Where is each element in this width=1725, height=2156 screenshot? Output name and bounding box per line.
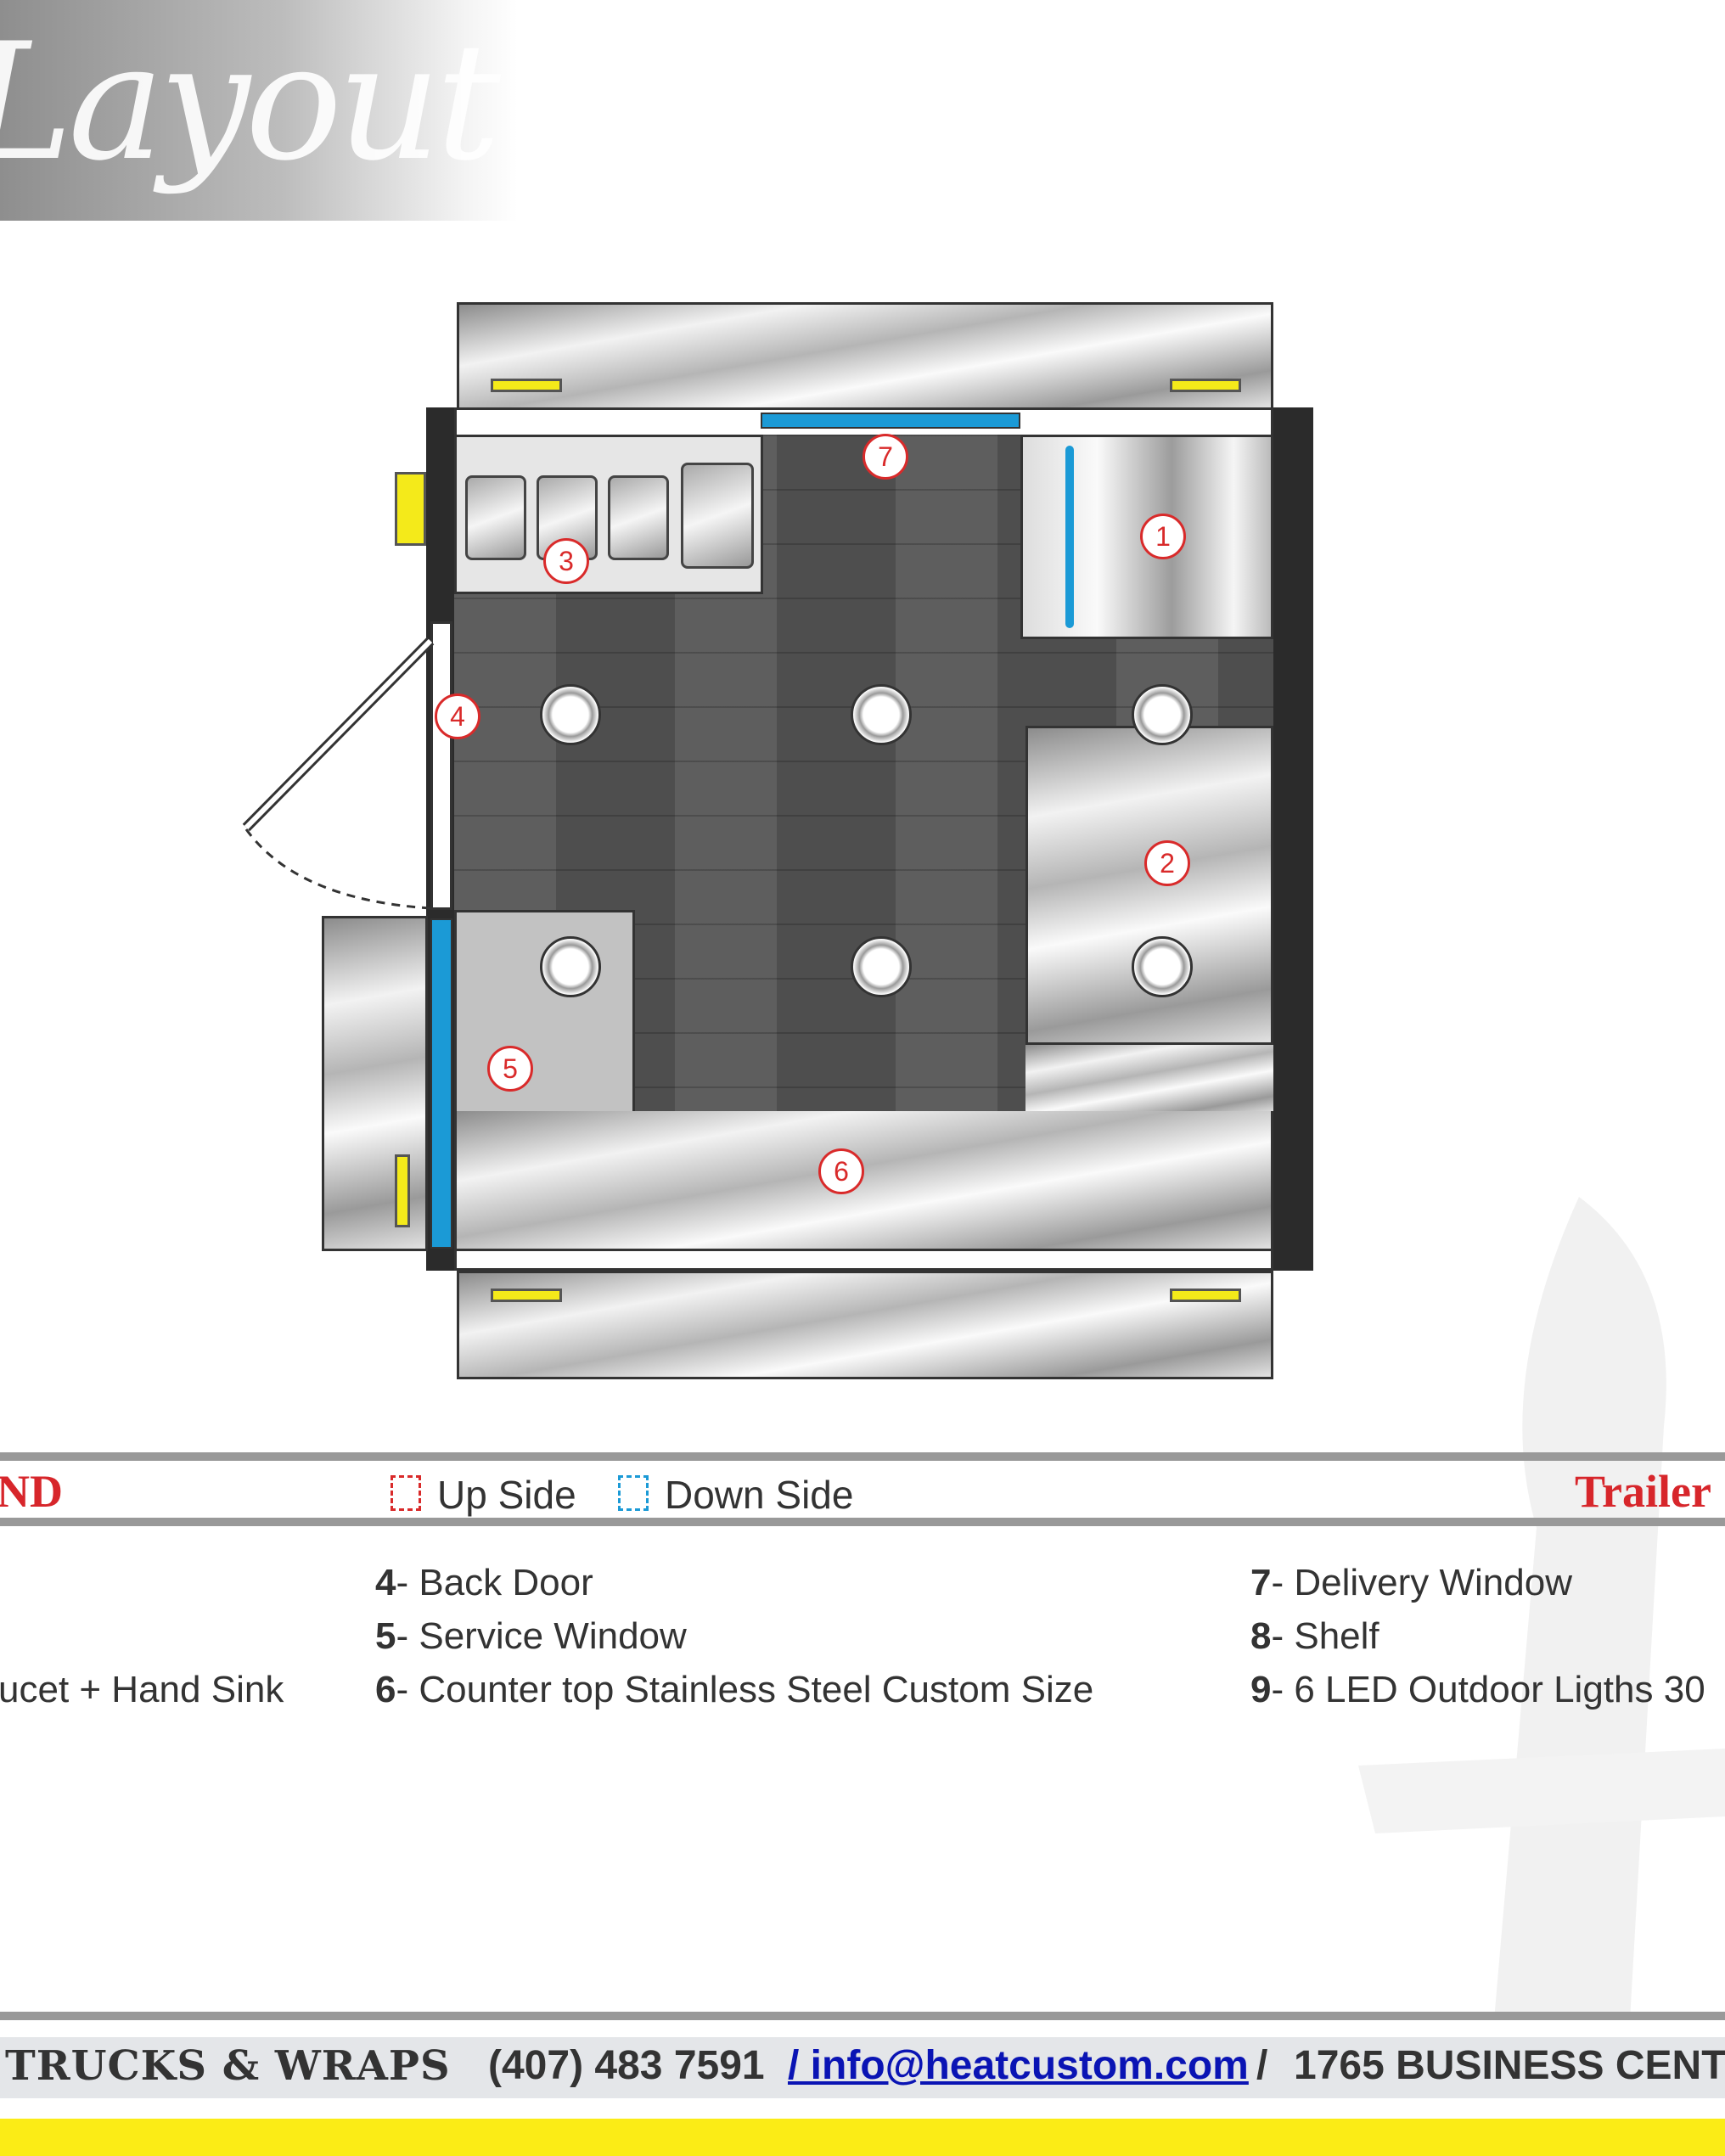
item-number: 7	[1250, 1562, 1272, 1603]
light-bar	[491, 379, 562, 392]
footer-phone[interactable]: (407) 483 7591	[488, 2043, 765, 2088]
marker-3: 3	[543, 538, 589, 584]
hand-sink	[681, 463, 754, 569]
light-bar	[395, 1154, 410, 1227]
sink-unit	[454, 435, 763, 594]
sink-bowl	[465, 475, 526, 560]
service-window	[430, 918, 452, 1249]
fridge-door-seal	[1065, 446, 1074, 628]
prep-table	[1025, 726, 1273, 1045]
footer-yellow-stripe	[0, 2119, 1725, 2156]
up-side-swatch	[391, 1475, 421, 1511]
marker-5: 5	[487, 1046, 533, 1092]
item-number: 8	[1250, 1615, 1272, 1657]
legend-title: ND	[0, 1466, 63, 1517]
marker-7: 7	[862, 434, 908, 480]
bottom-awning	[457, 1271, 1273, 1379]
legend-item: ucet + Hand Sink	[0, 1669, 284, 1711]
light-bar	[491, 1289, 562, 1302]
legend-item: 4- Back Door	[375, 1562, 593, 1604]
light-bar	[1170, 1289, 1241, 1302]
ceiling-light	[540, 936, 601, 997]
ceiling-light	[851, 936, 912, 997]
item-text: ucet + Hand Sink	[0, 1669, 284, 1710]
down-side-label: Down Side	[665, 1473, 854, 1517]
marker-6: 6	[818, 1148, 864, 1194]
footer-contact-bar: TRUCKS & WRAPS (407) 483 7591 / info@hea…	[0, 2037, 1725, 2098]
item-number: 4	[375, 1562, 396, 1603]
legend-item: 6- Counter top Stainless Steel Custom Si…	[375, 1669, 1093, 1711]
top-awning	[457, 302, 1273, 410]
item-text: - Back Door	[396, 1562, 593, 1603]
item-number: 9	[1250, 1669, 1272, 1710]
legend-item: 8- Shelf	[1250, 1615, 1379, 1658]
legend-item: 7- Delivery Window	[1250, 1562, 1572, 1604]
header-banner	[0, 0, 518, 221]
item-text: - Counter top Stainless Steel Custom Siz…	[396, 1669, 1094, 1710]
legend-item: 5- Service Window	[375, 1615, 687, 1658]
marker-2: 2	[1144, 840, 1190, 886]
footer-address: 1765 BUSINESS CENTER	[1294, 2043, 1725, 2088]
ceiling-light	[851, 684, 912, 745]
up-side-label: Up Side	[437, 1473, 576, 1517]
footer-email-link[interactable]: / info@heatcustom.com	[788, 2043, 1249, 2088]
legend-item: 9- 6 LED Outdoor Ligths 30	[1250, 1669, 1705, 1711]
item-text: - Delivery Window	[1271, 1562, 1572, 1603]
light-bar	[1170, 379, 1241, 392]
item-number: 5	[375, 1615, 396, 1657]
watermark-logo	[1358, 1197, 1725, 2020]
ceiling-light	[1132, 936, 1193, 997]
page-title: Layout	[0, 8, 501, 196]
item-text: - Shelf	[1271, 1615, 1379, 1657]
marker-4: 4	[435, 693, 480, 739]
divider	[0, 1452, 1725, 1461]
service-counter	[454, 910, 635, 1114]
back-door-opening[interactable]	[430, 621, 452, 910]
legend-right-label: Trailer	[1575, 1466, 1711, 1517]
item-text: - 6 LED Outdoor Ligths 30	[1271, 1669, 1705, 1710]
back-door-swing	[242, 637, 435, 910]
marker-1: 1	[1140, 514, 1186, 559]
item-number: 6	[375, 1669, 396, 1710]
divider	[0, 2012, 1725, 2020]
ceiling-light	[540, 684, 601, 745]
delivery-window	[761, 413, 1020, 429]
counter-top	[454, 1111, 1273, 1251]
light-bar	[395, 472, 426, 546]
ceiling-light	[1132, 684, 1193, 745]
divider	[0, 1518, 1725, 1526]
sink-bowl	[608, 475, 669, 560]
down-side-swatch	[618, 1475, 649, 1511]
footer-brand: TRUCKS & WRAPS	[5, 2042, 451, 2090]
counter-top	[1025, 1045, 1273, 1113]
item-text: - Service Window	[396, 1615, 687, 1657]
footer-separator: /	[1256, 2043, 1268, 2088]
side-awning	[322, 916, 428, 1251]
